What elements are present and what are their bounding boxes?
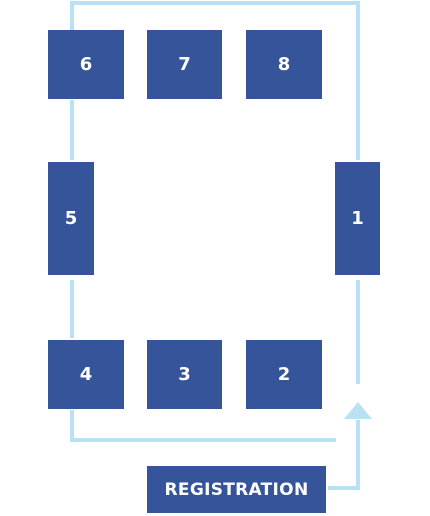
station-2-label: 2 — [277, 364, 291, 385]
station-5-label: 5 — [64, 208, 78, 229]
station-2: 2 — [246, 340, 322, 409]
station-4-label: 4 — [79, 364, 93, 385]
station-5: 5 — [48, 162, 94, 275]
station-8-label: 8 — [277, 54, 291, 75]
path-bottom — [70, 410, 336, 442]
path-registration-to-arrow — [328, 420, 360, 490]
station-1-label: 1 — [351, 208, 364, 229]
station-6: 6 — [48, 30, 124, 99]
station-1: 1 — [335, 162, 380, 275]
station-3-label: 3 — [178, 364, 191, 385]
station-6-label: 6 — [79, 54, 93, 75]
path-top-loop — [70, 1, 360, 160]
registration-box: REGISTRATION — [147, 466, 326, 513]
up-arrow-icon — [344, 402, 372, 419]
registration-label: REGISTRATION — [164, 479, 309, 500]
station-7-label: 7 — [178, 54, 191, 75]
station-7: 7 — [147, 30, 222, 99]
station-3: 3 — [147, 340, 222, 409]
station-8: 8 — [246, 30, 322, 99]
station-4: 4 — [48, 340, 124, 409]
